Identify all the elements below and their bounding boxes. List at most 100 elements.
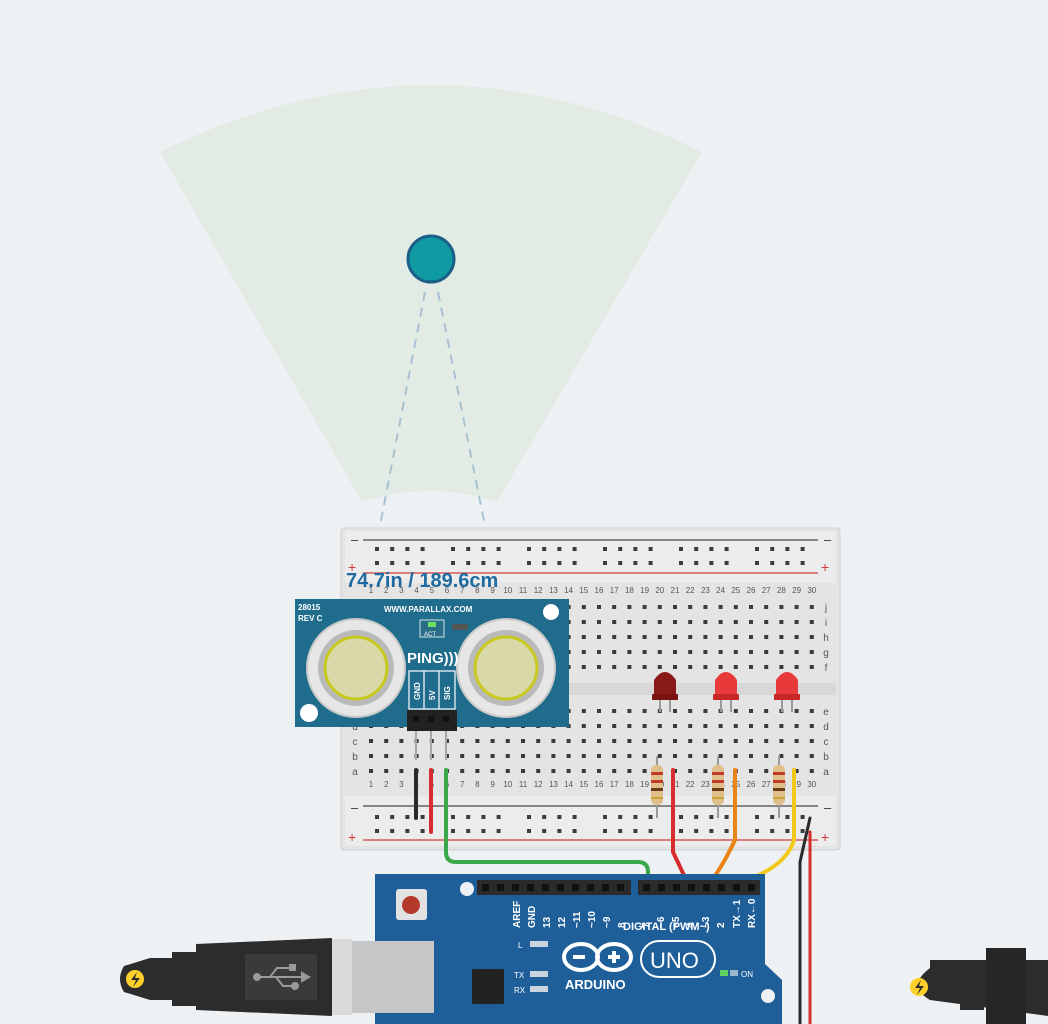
breadboard-hole[interactable] — [627, 769, 632, 773]
breadboard-hole[interactable] — [809, 769, 814, 773]
breadboard-hole[interactable] — [405, 547, 410, 551]
breadboard-hole[interactable] — [612, 754, 617, 758]
breadboard-hole[interactable] — [618, 561, 623, 565]
breadboard-hole[interactable] — [521, 754, 525, 758]
breadboard-hole[interactable] — [597, 769, 601, 773]
breadboard-hole[interactable] — [673, 665, 677, 669]
breadboard-hole[interactable] — [369, 739, 373, 743]
header-pin[interactable] — [733, 884, 740, 891]
breadboard-hole[interactable] — [688, 754, 693, 758]
breadboard-hole[interactable] — [496, 547, 501, 551]
breadboard-hole[interactable] — [642, 739, 647, 743]
wire-green-signal[interactable] — [444, 768, 650, 888]
breadboard-hole[interactable] — [764, 650, 769, 654]
breadboard-hole[interactable] — [642, 635, 647, 639]
breadboard-hole[interactable] — [718, 650, 723, 654]
breadboard-hole[interactable] — [536, 769, 541, 773]
breadboard-hole[interactable] — [466, 815, 471, 819]
breadboard-hole[interactable] — [390, 561, 395, 565]
breadboard-hole[interactable] — [496, 829, 501, 833]
breadboard-hole[interactable] — [809, 665, 814, 669]
breadboard-hole[interactable] — [779, 724, 784, 728]
breadboard-hole[interactable] — [405, 815, 410, 819]
breadboard-hole[interactable] — [527, 547, 531, 551]
breadboard-hole[interactable] — [399, 739, 404, 743]
header-pin[interactable] — [587, 884, 594, 891]
breadboard-hole[interactable] — [794, 709, 799, 713]
breadboard-hole[interactable] — [642, 605, 647, 609]
breadboard-hole[interactable] — [603, 815, 607, 819]
breadboard-hole[interactable] — [718, 724, 723, 728]
breadboard-hole[interactable] — [490, 739, 495, 743]
breadboard-hole[interactable] — [694, 815, 699, 819]
breadboard-hole[interactable] — [703, 724, 708, 728]
resistor[interactable] — [651, 756, 663, 818]
breadboard-hole[interactable] — [770, 815, 775, 819]
breadboard-hole[interactable] — [688, 605, 693, 609]
breadboard-hole[interactable] — [572, 561, 577, 565]
breadboard-hole[interactable] — [460, 754, 465, 758]
breadboard-hole[interactable] — [581, 665, 586, 669]
header-pin[interactable] — [703, 884, 710, 891]
breadboard-hole[interactable] — [770, 547, 775, 551]
breadboard-hole[interactable] — [785, 547, 790, 551]
breadboard-hole[interactable] — [657, 605, 662, 609]
breadboard-hole[interactable] — [405, 829, 410, 833]
breadboard-hole[interactable] — [779, 739, 784, 743]
breadboard-hole[interactable] — [703, 769, 708, 773]
breadboard-hole[interactable] — [496, 561, 501, 565]
breadboard-hole[interactable] — [755, 547, 759, 551]
breadboard-hole[interactable] — [618, 547, 623, 551]
breadboard-hole[interactable] — [384, 739, 389, 743]
breadboard-hole[interactable] — [572, 547, 577, 551]
breadboard-hole[interactable] — [749, 724, 753, 728]
breadboard-hole[interactable] — [572, 829, 577, 833]
header-pin[interactable] — [748, 884, 755, 891]
breadboard-hole[interactable] — [794, 724, 799, 728]
breadboard-hole[interactable] — [521, 769, 525, 773]
breadboard-hole[interactable] — [375, 547, 379, 551]
breadboard-hole[interactable] — [566, 739, 571, 743]
wire-black-ground[interactable] — [798, 816, 812, 1024]
breadboard-hole[interactable] — [809, 709, 814, 713]
breadboard-hole[interactable] — [642, 724, 647, 728]
breadboard-hole[interactable] — [375, 561, 379, 565]
breadboard-hole[interactable] — [612, 724, 617, 728]
header-pin[interactable] — [542, 884, 549, 891]
breadboard-hole[interactable] — [597, 605, 601, 609]
breadboard-hole[interactable] — [390, 547, 395, 551]
breadboard-hole[interactable] — [603, 829, 607, 833]
resistor[interactable] — [712, 756, 724, 818]
breadboard-hole[interactable] — [384, 754, 389, 758]
breadboard-hole[interactable] — [542, 547, 547, 551]
breadboard-hole[interactable] — [627, 754, 632, 758]
breadboard-hole[interactable] — [627, 724, 632, 728]
breadboard-hole[interactable] — [612, 650, 617, 654]
breadboard-hole[interactable] — [648, 815, 653, 819]
breadboard-hole[interactable] — [703, 635, 708, 639]
breadboard-hole[interactable] — [749, 665, 753, 669]
breadboard-hole[interactable] — [405, 561, 410, 565]
breadboard-hole[interactable] — [451, 815, 455, 819]
breadboard-hole[interactable] — [597, 739, 601, 743]
breadboard-hole[interactable] — [557, 815, 562, 819]
breadboard-hole[interactable] — [633, 561, 638, 565]
breadboard-hole[interactable] — [679, 829, 683, 833]
breadboard-hole[interactable] — [657, 754, 662, 758]
resistor[interactable] — [773, 756, 785, 818]
leds[interactable] — [652, 672, 800, 712]
breadboard-hole[interactable] — [688, 739, 693, 743]
breadboard-hole[interactable] — [648, 547, 653, 551]
header-pin[interactable] — [688, 884, 695, 891]
breadboard-hole[interactable] — [709, 829, 714, 833]
resistors[interactable] — [651, 756, 785, 818]
breadboard-hole[interactable] — [749, 754, 753, 758]
breadboard-hole[interactable] — [724, 829, 729, 833]
ping-sensor[interactable] — [295, 599, 569, 760]
breadboard-hole[interactable] — [399, 769, 404, 773]
breadboard-hole[interactable] — [809, 650, 814, 654]
breadboard-hole[interactable] — [794, 739, 799, 743]
breadboard-hole[interactable] — [551, 754, 556, 758]
breadboard-hole[interactable] — [369, 769, 373, 773]
breadboard-hole[interactable] — [612, 620, 617, 624]
